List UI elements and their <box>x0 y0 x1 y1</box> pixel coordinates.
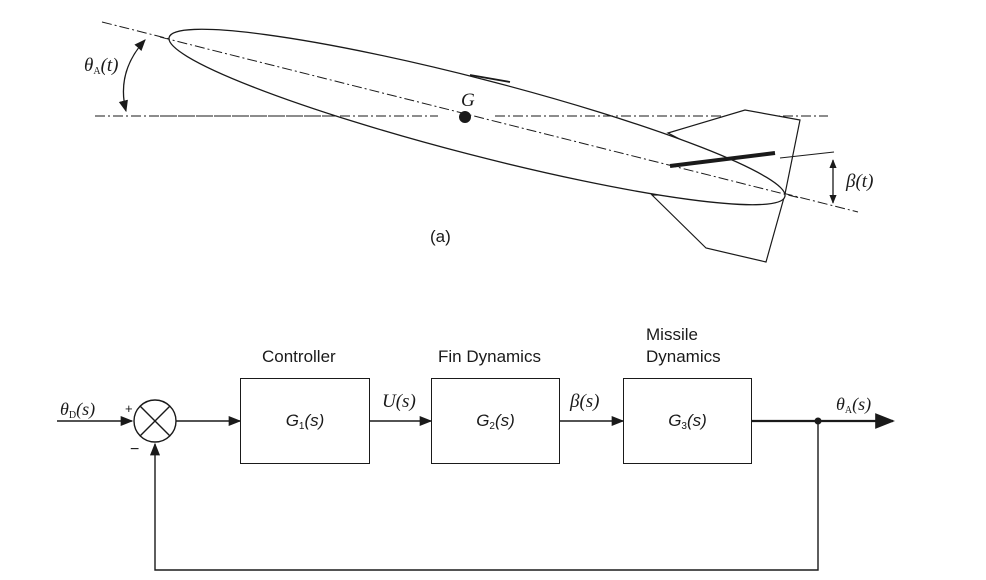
cg-label: G <box>461 90 475 111</box>
beta-signal-label: β(s) <box>570 391 600 412</box>
fin-angle-label: β(t) <box>846 172 873 191</box>
missile-dynamics-title-line1: Missile <box>646 325 698 344</box>
fin-dynamics-title: Fin Dynamics <box>438 347 541 366</box>
fin-dynamics-block: G2(s) <box>431 378 560 464</box>
missile-dynamics-title-line2: Dynamics <box>646 347 721 366</box>
feedback-path <box>149 421 819 571</box>
output-signal-label: θA(s) <box>836 394 872 416</box>
missile-dynamics-block: G3(s) <box>623 378 752 464</box>
summing-cross-b <box>139 405 171 437</box>
pitch-angle-arc <box>118 39 146 113</box>
u-signal-label: U(s) <box>382 391 416 412</box>
fin-angle-arg: (t) <box>855 171 874 192</box>
pitch-angle-label: θA(t) <box>84 56 119 77</box>
fin-angle-symbol: β <box>846 171 856 192</box>
missile-figure <box>95 21 859 263</box>
pitch-angle-symbol: θ <box>84 55 94 76</box>
plus-sign: + <box>125 401 133 416</box>
g3-label: G3(s) <box>668 410 707 432</box>
figure-caption: (a) <box>430 227 451 246</box>
body-seam <box>469 74 511 83</box>
pitch-angle-arg: (t) <box>100 55 119 76</box>
controller-title: Controller <box>262 347 336 366</box>
g2-label: G2(s) <box>476 410 515 432</box>
minus-sign: − <box>130 441 140 458</box>
block-diagram <box>57 399 895 571</box>
missile-axis-inner <box>159 36 801 199</box>
control-fin <box>669 151 776 168</box>
g1-label: G1(s) <box>285 410 325 432</box>
controller-block: G1(s) <box>240 378 370 464</box>
pitch-angle-sub: A <box>93 66 101 77</box>
cg-dot <box>459 111 471 123</box>
input-signal-label: θD(s) <box>60 399 96 421</box>
fin-reference-line <box>779 151 835 159</box>
